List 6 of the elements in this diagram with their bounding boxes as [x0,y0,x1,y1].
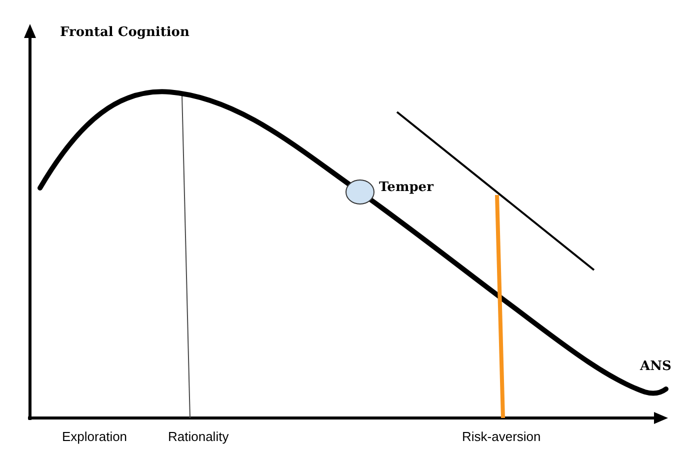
tick-label: Risk-aversion [462,430,541,443]
tick-label: Rationality [168,430,229,443]
tick-label: Exploration [62,430,128,443]
axis-label: Frontal Cognition [60,26,190,39]
point-label: Temper [379,181,434,194]
axis-label: ANS [640,360,672,373]
